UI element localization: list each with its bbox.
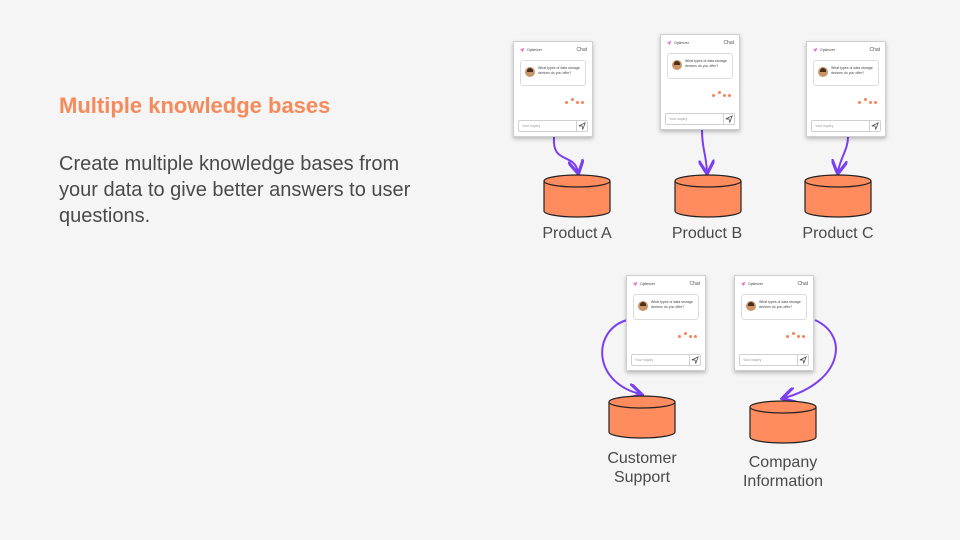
arrow-to-product-c	[838, 136, 849, 172]
knowledge-base-label: Product C	[802, 225, 874, 242]
chat-widget: Optimizer Chat What types of data storag…	[626, 275, 706, 371]
typing-indicator	[786, 331, 806, 339]
widget-chat-tab[interactable]: Chat	[689, 281, 700, 287]
paper-plane-logo-icon	[666, 40, 672, 46]
widget-chat-tab[interactable]: Chat	[723, 40, 734, 46]
database-icon	[804, 174, 872, 218]
widget-brand: Optimizer	[674, 41, 689, 45]
widget-input-placeholder: Your inquiry	[522, 124, 541, 128]
paper-plane-logo-icon	[812, 47, 818, 53]
avatar	[672, 60, 682, 70]
chat-widget: Optimizer Chat What types of data storag…	[734, 275, 814, 371]
widget-input-placeholder: Your inquiry	[635, 358, 654, 362]
avatar	[638, 301, 648, 311]
typing-indicator	[678, 331, 698, 339]
send-button[interactable]	[723, 114, 734, 124]
database-icon	[543, 174, 611, 218]
widget-message: What types of data storage devices do yo…	[741, 294, 807, 320]
widget-brand: Optimizer	[748, 282, 763, 286]
widget-message: What types of data storage devices do yo…	[633, 294, 699, 320]
widget-chat-tab[interactable]: Chat	[797, 281, 808, 287]
widget-header: Optimizer Chat	[812, 47, 880, 56]
database-icon	[674, 174, 742, 218]
widget-message-text: What types of data storage devices do yo…	[685, 59, 727, 68]
typing-indicator	[858, 97, 878, 105]
send-icon	[691, 356, 699, 364]
avatar	[818, 67, 828, 77]
widget-message: What types of data storage devices do yo…	[813, 60, 879, 86]
slide-description: Create multiple knowledge bases from you…	[59, 153, 411, 227]
send-button[interactable]	[576, 121, 587, 131]
database-icon	[608, 395, 676, 439]
send-icon	[578, 122, 586, 130]
widget-message-text: What types of data storage devices do yo…	[538, 66, 580, 75]
knowledge-base-label: Product A	[542, 225, 612, 242]
send-button[interactable]	[869, 121, 880, 131]
widget-header: Optimizer Chat	[632, 281, 700, 290]
slide-heading: Multiple knowledge bases	[59, 93, 331, 118]
paper-plane-logo-icon	[519, 47, 525, 53]
send-icon	[799, 356, 807, 364]
widget-brand: Optimizer	[820, 48, 835, 52]
knowledge-base-label: Product B	[671, 225, 743, 242]
widget-header: Optimizer Chat	[519, 47, 587, 56]
widget-message: What types of data storage devices do yo…	[667, 53, 733, 79]
widget-chat-tab[interactable]: Chat	[869, 47, 880, 53]
knowledge-base-label: Customer Support	[607, 450, 677, 486]
knowledge-base-label: Company Information	[742, 454, 824, 490]
widget-chat-tab[interactable]: Chat	[576, 47, 587, 53]
chat-widget: Optimizer Chat What types of data storag…	[660, 34, 740, 130]
chat-widget: Optimizer Chat What types of data storag…	[806, 41, 886, 137]
widget-message-text: What types of data storage devices do yo…	[651, 300, 693, 309]
widget-header: Optimizer Chat	[666, 40, 734, 49]
send-icon	[871, 122, 879, 130]
widget-inquiry-input[interactable]: Your inquiry	[665, 113, 735, 125]
widget-input-placeholder: Your inquiry	[815, 124, 834, 128]
avatar	[746, 301, 756, 311]
widget-brand: Optimizer	[527, 48, 542, 52]
send-button[interactable]	[689, 355, 700, 365]
typing-indicator	[712, 90, 732, 98]
chat-widget: Optimizer Chat What types of data storag…	[513, 41, 593, 137]
widget-brand: Optimizer	[640, 282, 655, 286]
arrow-to-product-b	[702, 129, 707, 172]
widget-message-text: What types of data storage devices do yo…	[759, 300, 801, 309]
arrow-to-product-a	[552, 136, 578, 172]
widget-message-text: What types of data storage devices do yo…	[831, 66, 873, 75]
widget-input-placeholder: Your inquiry	[743, 358, 762, 362]
send-icon	[725, 115, 733, 123]
typing-indicator	[565, 97, 585, 105]
widget-inquiry-input[interactable]: Your inquiry	[518, 120, 588, 132]
paper-plane-logo-icon	[632, 281, 638, 287]
paper-plane-logo-icon	[740, 281, 746, 287]
widget-input-placeholder: Your inquiry	[669, 117, 688, 121]
database-icon	[749, 400, 817, 444]
widget-header: Optimizer Chat	[740, 281, 808, 290]
widget-inquiry-input[interactable]: Your inquiry	[739, 354, 809, 366]
widget-message: What types of data storage devices do yo…	[520, 60, 586, 86]
send-button[interactable]	[797, 355, 808, 365]
avatar	[525, 67, 535, 77]
widget-inquiry-input[interactable]: Your inquiry	[811, 120, 881, 132]
widget-inquiry-input[interactable]: Your inquiry	[631, 354, 701, 366]
